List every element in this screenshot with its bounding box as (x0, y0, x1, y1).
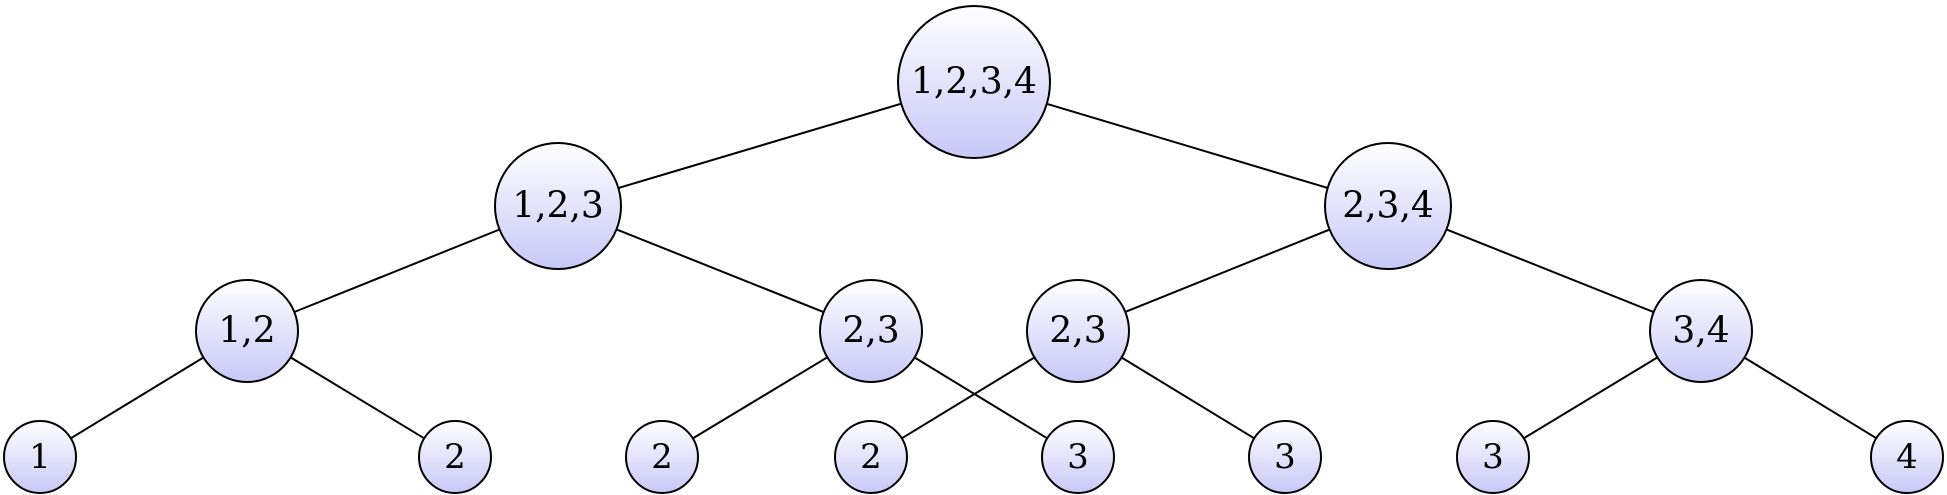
tree-node-leaf3a: 3 (1041, 420, 1115, 494)
tree-node-leaf4: 4 (1870, 420, 1944, 494)
edge-n123-n12 (293, 228, 500, 313)
node-label: 3 (1274, 437, 1296, 477)
edge-n12-leaf2a (290, 356, 425, 440)
tree-node-n23b: 2,3 (1026, 279, 1130, 383)
tree-node-n34: 3,4 (1649, 279, 1753, 383)
tree-node-n234: 2,3,4 (1324, 142, 1452, 270)
node-label: 2,3 (1049, 311, 1106, 352)
tree-node-leaf3c: 3 (1456, 420, 1530, 494)
tree-node-leaf2b: 2 (625, 420, 699, 494)
edge-n12-leaf1 (70, 356, 204, 440)
node-circle (195, 279, 299, 383)
edge-n234-n34 (1446, 228, 1654, 314)
node-circle (834, 420, 908, 494)
node-circle (1248, 420, 1322, 494)
tree-node-n12: 1,2 (195, 279, 299, 383)
edge-n23b-leaf2c (901, 356, 1035, 440)
node-label: 1,2,3,4 (911, 62, 1037, 103)
edge-n23a-leaf3a (914, 356, 1048, 440)
tree-node-leaf1: 1 (3, 420, 77, 494)
node-circle (1870, 420, 1944, 494)
tree-node-leaf2c: 2 (834, 420, 908, 494)
node-label: 2 (860, 437, 882, 477)
node-circle (625, 420, 699, 494)
node-label: 1 (29, 437, 51, 477)
edge-n34-leaf3c (1523, 356, 1658, 440)
node-label: 3 (1482, 437, 1504, 477)
node-label: 1,2,3 (512, 186, 604, 227)
tree-node-leaf2a: 2 (418, 420, 492, 494)
node-circle (1026, 279, 1130, 383)
node-label: 2 (444, 437, 466, 477)
node-label: 2,3 (842, 311, 899, 352)
edge-n123-n23a (616, 228, 824, 314)
edge-n23a-leaf2b (692, 356, 828, 440)
node-circle (494, 142, 622, 270)
edge-n23b-leaf3b (1121, 356, 1255, 440)
node-circle (819, 279, 923, 383)
node-label: 3,4 (1672, 311, 1729, 352)
node-label: 2 (651, 437, 673, 477)
edge-n1234-n234 (1046, 102, 1328, 189)
node-circle (1041, 420, 1115, 494)
tree-node-n123: 1,2,3 (494, 142, 622, 270)
node-label: 1,2 (218, 311, 275, 352)
node-circle (1456, 420, 1530, 494)
node-circle (1324, 142, 1452, 270)
node-circle (418, 420, 492, 494)
tree-node-n23a: 2,3 (819, 279, 923, 383)
tree-node-leaf3b: 3 (1248, 420, 1322, 494)
edge-n1234-n123 (618, 102, 902, 189)
node-label: 3 (1067, 437, 1089, 477)
node-circle (897, 5, 1051, 159)
nodes-layer: 1,2,3,4 1,2,3 2,3,4 1,2 2,3 2,3 3,4 1 2 2 2 3 3 3 4 (3, 5, 1944, 494)
node-circle (3, 420, 77, 494)
edge-n234-n23b (1124, 228, 1330, 313)
node-label: 4 (1896, 437, 1918, 477)
node-label: 2,3,4 (1342, 186, 1434, 227)
edges-layer (70, 102, 1877, 440)
edge-n34-leaf4 (1743, 356, 1877, 440)
tree-node-n1234: 1,2,3,4 (897, 5, 1051, 159)
node-circle (1649, 279, 1753, 383)
